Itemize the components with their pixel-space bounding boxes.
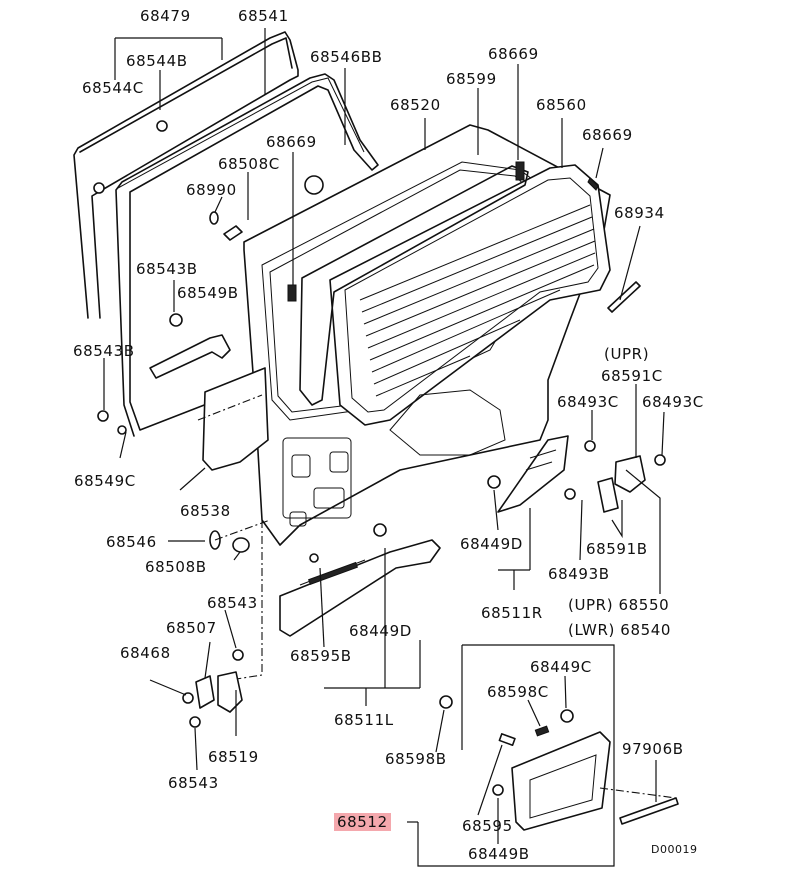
label-68508b: 68508B — [145, 558, 207, 576]
label-68449b: 68449B — [468, 845, 530, 863]
label-68543b-upper: 68543B — [136, 260, 198, 278]
assembly-box-68512 — [417, 644, 615, 867]
clip-68449D-center — [373, 523, 387, 537]
label-68512-highlighted[interactable]: 68512 — [334, 813, 391, 831]
license-garnish — [511, 731, 611, 831]
bumper-68508B — [232, 537, 250, 553]
label-68543-lower: 68543 — [168, 774, 219, 792]
label-68508c: 68508C — [218, 155, 280, 173]
washer-68468 — [182, 692, 194, 704]
label-68507: 68507 — [166, 619, 217, 637]
label-upr-68550: (UPR) 68550 — [568, 596, 670, 614]
label-68595: 68595 — [462, 817, 513, 835]
label-68449c: 68449C — [530, 658, 592, 676]
pad-68669-right — [587, 177, 599, 191]
clip-68549C — [97, 410, 109, 422]
clip-68449B — [492, 784, 504, 796]
label-68544b: 68544B — [126, 52, 188, 70]
label-68549c: 68549C — [74, 472, 136, 490]
label-68560: 68560 — [536, 96, 587, 114]
label-68493b: 68493B — [548, 565, 610, 583]
label-68468: 68468 — [120, 644, 171, 662]
grommet-68546BB — [304, 175, 324, 195]
garnish-68511R — [497, 435, 569, 513]
label-68595b: 68595B — [290, 647, 352, 665]
label-68591b: 68591B — [586, 540, 648, 558]
label-68511r: 68511R — [481, 604, 543, 622]
strip-68934 — [607, 281, 641, 313]
label-68519: 68519 — [208, 748, 259, 766]
label-68449d-center: 68449D — [349, 622, 412, 640]
hinge-bracket-68549B — [149, 334, 231, 379]
lock-68540 — [597, 477, 619, 513]
label-68543b-left: 68543B — [73, 342, 135, 360]
bolt-68543-upper — [232, 649, 244, 661]
label-68669-right: 68669 — [582, 126, 633, 144]
nut-68598B — [439, 695, 453, 709]
label-68934: 68934 — [614, 204, 665, 222]
panel-68538 — [202, 367, 269, 471]
label-68990: 68990 — [186, 181, 237, 199]
opening-seal — [115, 73, 379, 437]
clip-68595B — [309, 553, 319, 563]
label-68538: 68538 — [180, 502, 231, 520]
label-68669-top: 68669 — [488, 45, 539, 63]
clip-68595 — [498, 733, 516, 747]
bolt-68543-lower — [189, 716, 201, 728]
label-68549b: 68549B — [177, 284, 239, 302]
label-68598b: 68598B — [385, 750, 447, 768]
label-97906b: 97906B — [622, 740, 684, 758]
pad-68669-top — [515, 161, 525, 181]
label-68541: 68541 — [238, 7, 289, 25]
label-68479: 68479 — [140, 7, 191, 25]
label-68544c: 68544C — [82, 79, 144, 97]
leader-lines — [103, 28, 665, 844]
hinge-68519 — [217, 671, 243, 713]
label-upr: (UPR) — [604, 345, 650, 363]
label-68598c: 68598C — [487, 683, 549, 701]
spring-68508C — [223, 225, 243, 241]
weatherstrip-inner-line — [79, 37, 293, 153]
hinge-68507 — [195, 675, 215, 709]
label-lwr-68540: (LWR) 68540 — [568, 621, 672, 639]
label-68591c: 68591C — [601, 367, 663, 385]
label-68546bb: 68546BB — [310, 48, 383, 66]
label-68493c-right: 68493C — [642, 393, 704, 411]
pad-68669-left — [287, 284, 297, 302]
label-68546: 68546 — [106, 533, 157, 551]
label-68449d-right: 68449D — [460, 535, 523, 553]
diagram-code: D00019 — [651, 843, 698, 856]
label-68493c-left: 68493C — [557, 393, 619, 411]
label-68511l: 68511L — [334, 711, 394, 729]
clip-68449C — [560, 709, 574, 723]
emblem-97906B — [619, 797, 679, 825]
garnish-68511L — [279, 539, 441, 637]
label-68543-upper: 68543 — [207, 594, 258, 612]
clip-68449D-right — [487, 475, 501, 489]
oring-68990 — [209, 211, 219, 225]
label-68669-left: 68669 — [266, 133, 317, 151]
label-68599: 68599 — [446, 70, 497, 88]
defroster-lines — [359, 204, 596, 397]
label-68520: 68520 — [390, 96, 441, 114]
clip-68544B — [156, 120, 168, 132]
clip-68544C — [93, 182, 105, 194]
